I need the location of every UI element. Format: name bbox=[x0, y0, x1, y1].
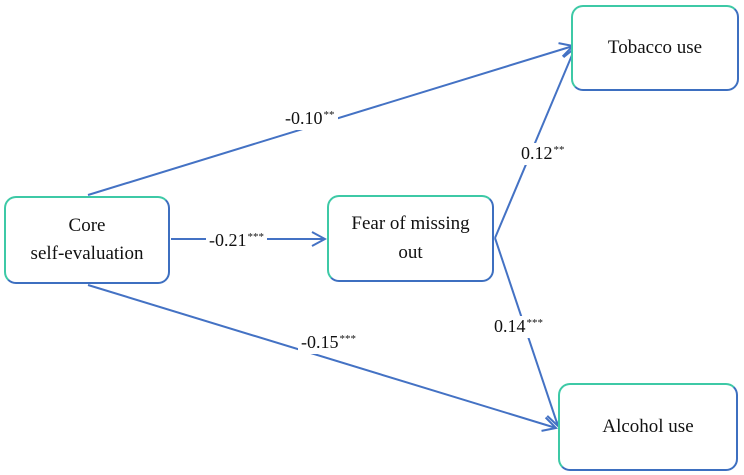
coef-core-alcohol-sig: *** bbox=[339, 332, 357, 345]
coef-fomo-to-alcohol: 0.14*** bbox=[491, 316, 546, 338]
coef-fomo-alcohol-sig: *** bbox=[526, 316, 544, 329]
coef-core-alcohol-value: -0.15 bbox=[301, 332, 339, 352]
node-core-line2: self-evaluation bbox=[30, 243, 144, 264]
node-tobacco-label: Tobacco use bbox=[607, 36, 703, 58]
node-core-line1: Core bbox=[68, 214, 106, 236]
coef-core-tobacco-sig: ** bbox=[323, 108, 335, 121]
coef-fomo-alcohol-value: 0.14 bbox=[494, 316, 526, 336]
node-alcohol-label: Alcohol use bbox=[602, 415, 694, 437]
coef-fomo-tobacco-value: 0.12 bbox=[521, 143, 553, 163]
arrow-core-to-alcohol bbox=[87, 284, 556, 428]
node-alcohol-use: Alcohol use bbox=[558, 383, 738, 471]
coef-core-to-alcohol: -0.15*** bbox=[298, 332, 359, 354]
node-fear-of-missing-out: Fear of missing out bbox=[327, 195, 494, 282]
node-core-self-evaluation: Core self-evaluation bbox=[4, 196, 170, 284]
node-fomo-line2: out bbox=[398, 241, 423, 263]
node-tobacco-use: Tobacco use bbox=[571, 5, 739, 91]
coef-core-fomo-sig: *** bbox=[247, 230, 265, 243]
node-fomo-line1: Fear of missing bbox=[351, 213, 470, 234]
coef-fomo-tobacco-sig: ** bbox=[553, 143, 565, 156]
coef-core-to-fomo: -0.21*** bbox=[206, 230, 267, 252]
coef-fomo-to-tobacco: 0.12** bbox=[518, 143, 568, 165]
coef-core-fomo-value: -0.21 bbox=[209, 230, 247, 250]
coef-core-tobacco-value: -0.10 bbox=[285, 108, 323, 128]
coef-core-to-tobacco: -0.10** bbox=[282, 108, 338, 130]
